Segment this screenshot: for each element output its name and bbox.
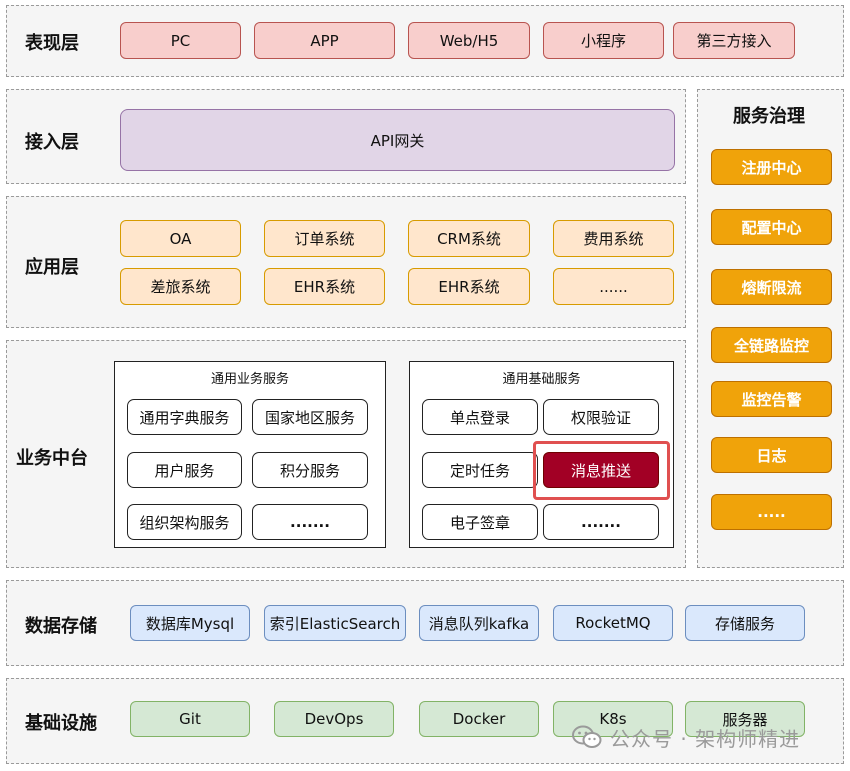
middle-platform-title: 业务中台 bbox=[16, 448, 88, 469]
app-item-travel: 差旅系统 bbox=[120, 268, 241, 305]
governance-item-more: ..... bbox=[711, 494, 832, 530]
storage-item-rocketmq: RocketMQ bbox=[553, 605, 673, 641]
storage-item-storage-service: 存储服务 bbox=[685, 605, 805, 641]
foundation-item-sso: 单点登录 bbox=[422, 399, 538, 435]
wechat-icon bbox=[572, 724, 602, 750]
api-gateway: API网关 bbox=[120, 109, 675, 171]
app-item-ehr-2: EHR系统 bbox=[408, 268, 530, 305]
presentation-item-thirdparty: 第三方接入 bbox=[673, 22, 795, 59]
infra-item-docker: Docker bbox=[419, 701, 539, 737]
app-item-expense: 费用系统 bbox=[553, 220, 674, 257]
business-item-more: ....... bbox=[252, 504, 368, 540]
app-item-crm: CRM系统 bbox=[408, 220, 530, 257]
presentation-item-app: APP bbox=[254, 22, 395, 59]
app-item-ehr-1: EHR系统 bbox=[264, 268, 385, 305]
foundation-item-more: ....... bbox=[543, 504, 659, 540]
application-layer-title: 应用层 bbox=[25, 257, 79, 278]
app-item-more: ...... bbox=[553, 268, 674, 305]
presentation-item-miniprogram: 小程序 bbox=[543, 22, 664, 59]
business-item-dictionary: 通用字典服务 bbox=[127, 399, 242, 435]
watermark-text: 公众号 · 架构师精进 bbox=[610, 726, 801, 751]
access-layer-title: 接入层 bbox=[25, 132, 79, 153]
app-item-oa: OA bbox=[120, 220, 241, 257]
governance-title: 服务治理 bbox=[733, 106, 805, 127]
watermark: 公众号 · 架构师精进 bbox=[572, 722, 832, 752]
governance-item-config: 配置中心 bbox=[711, 209, 832, 245]
foundation-item-scheduler: 定时任务 bbox=[422, 452, 538, 488]
governance-item-logging: 日志 bbox=[711, 437, 832, 473]
governance-item-tracing: 全链路监控 bbox=[711, 327, 832, 363]
business-item-region: 国家地区服务 bbox=[252, 399, 368, 435]
business-services-title: 通用业务服务 bbox=[210, 372, 289, 387]
infra-item-server: 服务器 bbox=[685, 701, 805, 737]
storage-layer-title: 数据存储 bbox=[25, 616, 97, 637]
presentation-layer-title: 表现层 bbox=[25, 33, 79, 54]
infra-item-devops: DevOps bbox=[274, 701, 394, 737]
business-item-org: 组织架构服务 bbox=[127, 504, 242, 540]
governance-item-circuit-breaker: 熔断限流 bbox=[711, 269, 832, 305]
governance-item-alerting: 监控告警 bbox=[711, 381, 832, 417]
storage-item-kafka: 消息队列kafka bbox=[419, 605, 539, 641]
app-item-order: 订单系统 bbox=[264, 220, 385, 257]
business-item-user: 用户服务 bbox=[127, 452, 242, 488]
application-layer bbox=[6, 196, 686, 328]
storage-item-mysql: 数据库Mysql bbox=[130, 605, 250, 641]
presentation-item-pc: PC bbox=[120, 22, 241, 59]
message-push-highlight bbox=[533, 441, 670, 500]
foundation-item-permission: 权限验证 bbox=[543, 399, 659, 435]
foundation-services-title: 通用基础服务 bbox=[502, 372, 581, 387]
storage-item-elasticsearch: 索引ElasticSearch bbox=[264, 605, 406, 641]
presentation-item-web: Web/H5 bbox=[408, 22, 530, 59]
foundation-item-message-push: 消息推送 bbox=[543, 452, 659, 488]
business-item-points: 积分服务 bbox=[252, 452, 368, 488]
infra-layer-title: 基础设施 bbox=[25, 713, 97, 734]
infra-item-git: Git bbox=[130, 701, 250, 737]
foundation-item-esign: 电子签章 bbox=[422, 504, 538, 540]
governance-item-registry: 注册中心 bbox=[711, 149, 832, 185]
